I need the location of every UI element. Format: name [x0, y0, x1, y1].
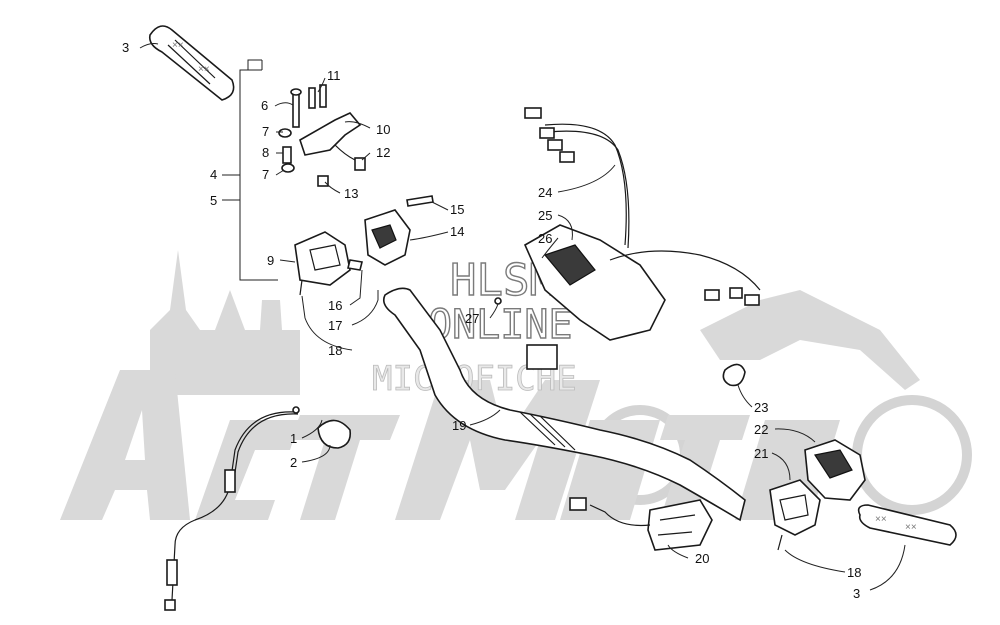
callout-9: 9: [267, 253, 274, 268]
connector-26: [526, 344, 558, 370]
callout-27: 27: [465, 311, 479, 326]
svg-text:××: ××: [905, 522, 917, 533]
svg-text:××: ××: [875, 514, 887, 525]
switch-housing-14: [364, 195, 434, 266]
callout-23: 23: [754, 400, 768, 415]
callout-26: 26: [538, 231, 552, 246]
snap-ring-23: [722, 363, 746, 387]
left-switch-mount-parts: [278, 84, 366, 187]
switch-housing-21: [769, 479, 821, 551]
callout-19: 19: [452, 418, 466, 433]
callout-14: 14: [450, 224, 464, 239]
watermark-line2: ONLINE: [428, 302, 573, 348]
screw-27: [494, 297, 502, 305]
pin-11a: [308, 87, 316, 109]
callout-25: 25: [538, 208, 552, 223]
callout-6: 6: [261, 98, 268, 113]
svg-text:××: ××: [198, 64, 210, 75]
callout-10: 10: [376, 122, 390, 137]
clamp-2: [317, 419, 352, 449]
switch-housing-25: [494, 224, 761, 370]
heater-element-20: [569, 497, 713, 551]
connector-12: [354, 157, 366, 171]
callout-7-upper: 7: [262, 124, 269, 139]
svg-text:××: ××: [172, 40, 184, 51]
callout-24: 24: [538, 185, 552, 200]
screw-6: [292, 91, 300, 128]
left-grip: ×× ××: [148, 25, 235, 101]
callout-16: 16: [328, 298, 342, 313]
right-grip: ×× ××: [857, 504, 957, 546]
callout-22: 22: [754, 422, 768, 437]
decal-15: [406, 195, 434, 207]
bracket-10: [299, 112, 362, 156]
switch-housing-9: [294, 231, 363, 296]
callout-20: 20: [695, 551, 709, 566]
leader-lines: [139, 43, 906, 591]
pin-11b: [319, 84, 327, 108]
clip-13: [317, 175, 329, 187]
callouts: 3 11 6 10 7 8 12 4 7 13 5 15 14 9 16 17 …: [122, 40, 861, 601]
callout-21: 21: [754, 446, 768, 461]
callout-18-right: 18: [847, 565, 861, 580]
callout-2: 2: [290, 455, 297, 470]
group-bracket-top: [248, 60, 263, 71]
throttle-cable-1: [164, 406, 300, 611]
callout-8: 8: [262, 145, 269, 160]
callout-11: 11: [327, 68, 341, 83]
callout-18-left: 18: [328, 343, 342, 358]
switch-housing-22: [804, 439, 866, 501]
callout-15: 15: [450, 202, 464, 217]
callout-4: 4: [210, 167, 217, 182]
group-bracket-line: [239, 59, 278, 281]
wiring-harness-24: [524, 107, 630, 249]
spacer-8: [282, 146, 292, 164]
callout-7-lower: 7: [262, 167, 269, 182]
callout-5: 5: [210, 193, 217, 208]
callout-17: 17: [328, 318, 342, 333]
callout-12: 12: [376, 145, 390, 160]
callout-13: 13: [344, 186, 358, 201]
callout-3-bottom: 3: [853, 586, 860, 601]
callout-1: 1: [290, 431, 297, 446]
handlebar-19: [382, 287, 746, 522]
callout-3-top: 3: [122, 40, 129, 55]
watermark-logo: HLSM ONLINE MICROFICHE: [60, 250, 972, 520]
